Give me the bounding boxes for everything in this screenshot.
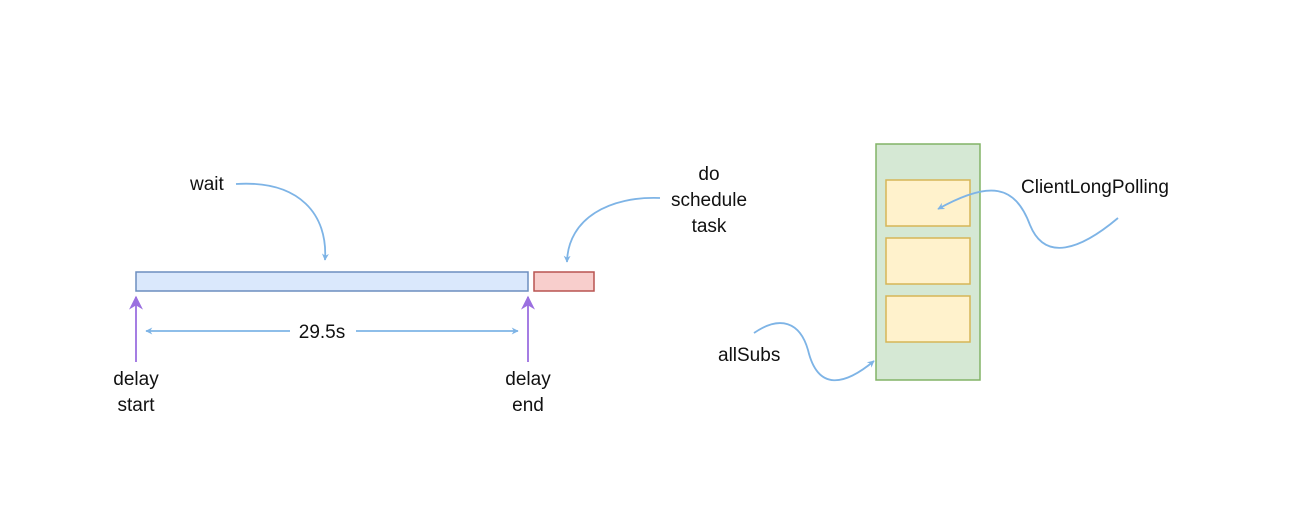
all-subs-curve-arrow <box>753 322 875 382</box>
schedule-task-label-line-2: schedule <box>671 190 747 211</box>
schedule-task-bar <box>533 271 595 292</box>
subscription-slot <box>885 179 971 227</box>
delay-start-label-line-1: delay <box>113 369 159 390</box>
subscription-slot <box>885 237 971 285</box>
subscription-slot <box>885 295 971 343</box>
all-subs-label: allSubs <box>718 345 780 366</box>
wait-curve-arrow <box>235 182 329 261</box>
task-curve-arrow <box>563 197 661 263</box>
duration-label: 29.5s <box>299 322 345 343</box>
schedule-task-label-line-1: do <box>698 164 719 185</box>
delay-start-label-line-2: start <box>118 395 156 416</box>
duration-label-background <box>290 319 356 343</box>
client-long-polling-curve-arrow <box>937 189 1119 249</box>
wait-bar <box>135 271 529 292</box>
wait-label: wait <box>189 174 225 195</box>
delay-end-label-line-1: delay <box>505 369 551 390</box>
delay-end-label-line-2: end <box>512 395 544 416</box>
schedule-task-label-line-3: task <box>692 216 727 237</box>
client-long-polling-label: ClientLongPolling <box>1021 177 1169 198</box>
